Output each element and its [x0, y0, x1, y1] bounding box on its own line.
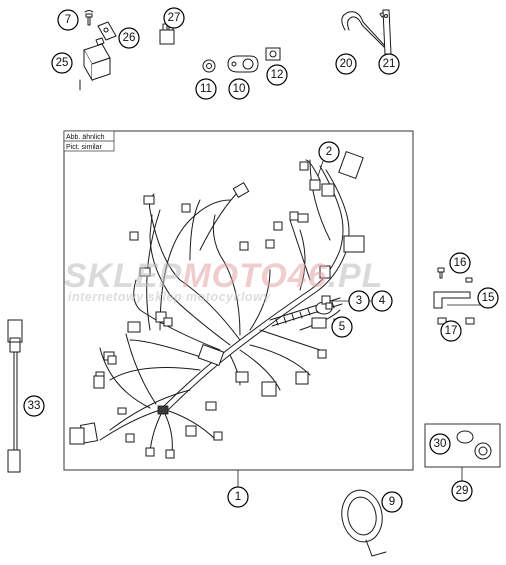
svg-text:1: 1 [235, 491, 241, 503]
svg-text:17: 17 [445, 325, 458, 337]
part-12-nut [265, 47, 281, 61]
watermark-brand-4: .PL [328, 257, 384, 295]
svg-text:30: 30 [434, 438, 447, 450]
wiring-harness [69, 150, 365, 459]
callout-15: 15 [477, 287, 499, 309]
svg-text:7: 7 [65, 14, 71, 26]
watermark: SKLEPMOTO46.PL internetowy sklep motocyk… [64, 257, 383, 304]
watermark-tagline: internetowy sklep motocyklowy [68, 290, 271, 304]
callout-21: 21 [378, 53, 400, 75]
svg-text:33: 33 [28, 400, 41, 412]
svg-text:15: 15 [482, 292, 495, 304]
callout-11: 11 [195, 78, 217, 100]
callout-33: 33 [23, 395, 45, 417]
callout-4: 4 [371, 290, 393, 312]
svg-text:25: 25 [56, 57, 69, 69]
part-17-nut [437, 317, 475, 325]
svg-text:10: 10 [233, 83, 246, 95]
part-9-horn [341, 489, 387, 557]
callout-9: 9 [381, 491, 403, 513]
svg-text:5: 5 [339, 321, 345, 333]
part-29-box [424, 423, 501, 468]
watermark-brand-2: MOTO [182, 257, 287, 295]
part-33-cable [7, 319, 23, 473]
svg-text:16: 16 [454, 257, 467, 269]
svg-text:2: 2 [326, 146, 332, 158]
callout-17: 17 [440, 320, 462, 342]
svg-text:27: 27 [168, 12, 181, 24]
part-21-strap [382, 9, 392, 55]
svg-text:12: 12 [271, 69, 284, 81]
svg-text:11: 11 [200, 83, 212, 95]
callout-12: 12 [266, 64, 288, 86]
part-20-cable-tie [341, 10, 389, 48]
callout-30: 30 [429, 433, 451, 455]
callout-1: 1 [227, 486, 249, 508]
part-16-screw [437, 267, 473, 283]
frame-label-en: Pict. similar [66, 144, 102, 151]
part-26-clip [97, 21, 117, 41]
callout-16: 16 [449, 252, 471, 274]
part-11-grommet [202, 59, 216, 73]
callout-5: 5 [331, 316, 353, 338]
callout-2: 2 [318, 141, 340, 163]
svg-text:SKLEPMOTO46.PL: SKLEPMOTO46.PL [64, 257, 383, 295]
callout-10: 10 [228, 78, 250, 100]
callout-3: 3 [348, 290, 370, 312]
svg-text:4: 4 [379, 295, 386, 307]
callout-27: 27 [163, 7, 185, 29]
svg-text:21: 21 [383, 58, 396, 70]
callout-25: 25 [51, 52, 73, 74]
watermark-brand-3: 46 [287, 257, 328, 295]
svg-text:29: 29 [456, 485, 469, 497]
watermark-brand-1: SKLEP [64, 257, 182, 295]
svg-text:3: 3 [356, 295, 362, 307]
callout-20: 20 [335, 53, 357, 75]
svg-text:20: 20 [340, 58, 353, 70]
callout-26: 26 [118, 27, 140, 49]
part-25-relay [79, 37, 111, 91]
callout-7: 7 [57, 9, 79, 31]
main-frame: Abb. ähnlich Pict. similar [63, 130, 414, 471]
part-10-holder [227, 55, 259, 73]
svg-text:26: 26 [123, 32, 136, 44]
part-15-bracket [433, 291, 471, 309]
svg-text:9: 9 [389, 496, 395, 508]
part-7-screw [84, 10, 94, 26]
callout-29: 29 [451, 480, 473, 502]
frame-label-de: Abb. ähnlich [66, 134, 105, 141]
